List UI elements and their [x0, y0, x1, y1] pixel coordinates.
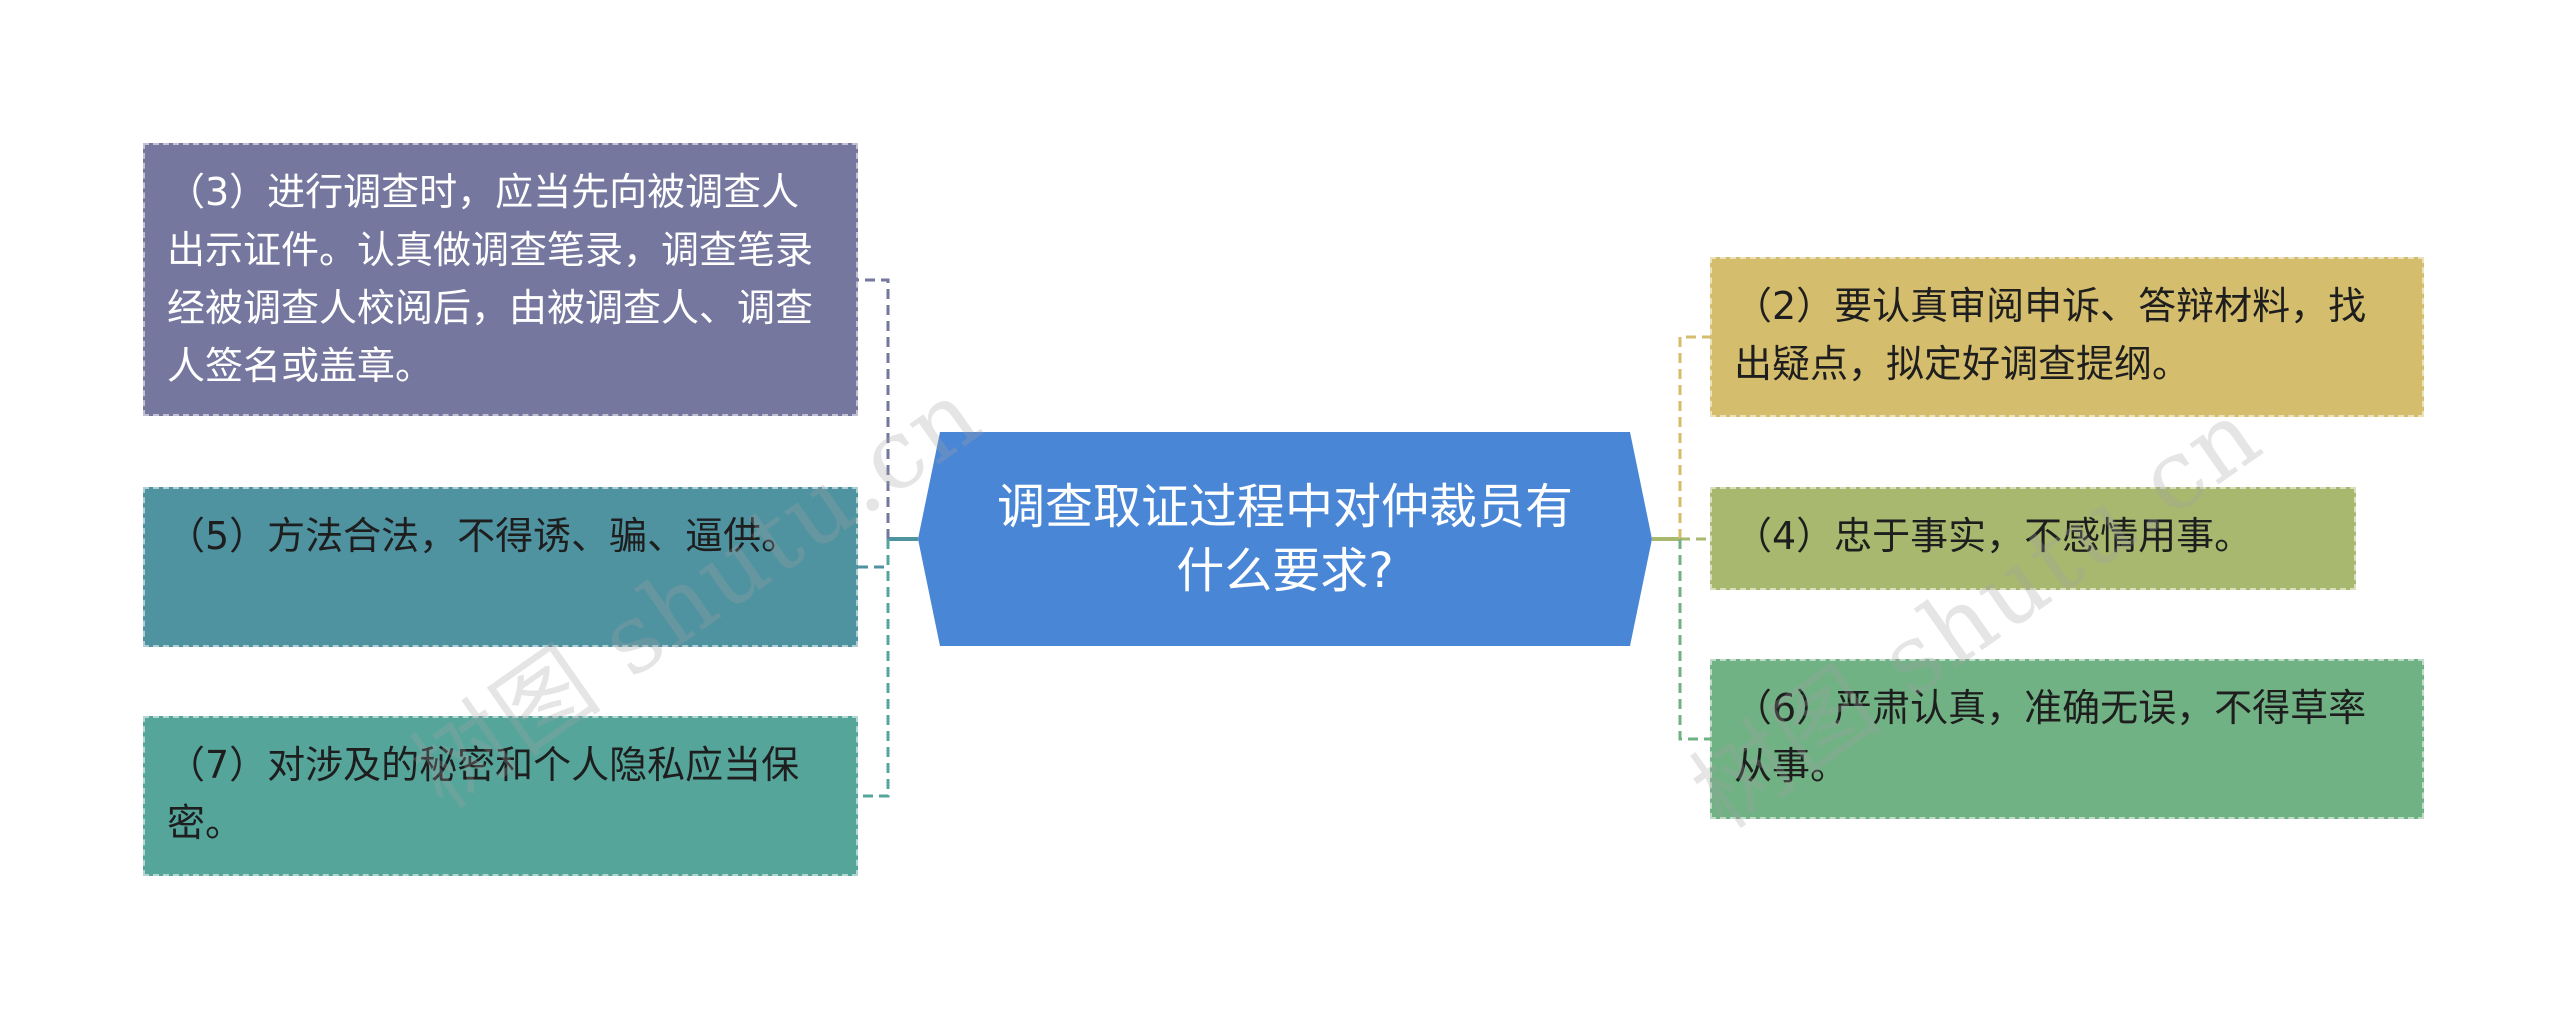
topic-node-5-text: （5）方法合法，不得诱、骗、逼供。: [167, 514, 800, 558]
connector-n7: [858, 539, 890, 798]
topic-node-3[interactable]: （3）进行调查时，应当先向被调查人出示证件。认真做调查笔录，调查笔录经被调查人校…: [143, 143, 858, 416]
topic-node-2-text: （2）要认真审阅申诉、答辩材料，找出疑点，拟定好调查提纲。: [1734, 284, 2367, 386]
connector-n6: [1678, 539, 1710, 741]
topic-node-2[interactable]: （2）要认真审阅申诉、答辩材料，找出疑点，拟定好调查提纲。: [1710, 257, 2424, 417]
topic-node-5[interactable]: （5）方法合法，不得诱、骗、逼供。: [143, 487, 858, 647]
central-topic-label: 调查取证过程中对仲裁员有什么要求?: [996, 479, 1573, 599]
topic-node-3-text: （3）进行调查时，应当先向被调查人出示证件。认真做调查笔录，调查笔录经被调查人校…: [167, 170, 814, 388]
connector-n3: [858, 278, 890, 539]
topic-node-6-text: （6）严肃认真，准确无误，不得草率从事。: [1734, 686, 2367, 788]
topic-node-4[interactable]: （4）忠于事实，不感情用事。: [1710, 487, 2356, 590]
topic-node-4-text: （4）忠于事实，不感情用事。: [1734, 514, 2253, 558]
central-topic[interactable]: 调查取证过程中对仲裁员有什么要求?: [918, 432, 1652, 646]
topic-node-6[interactable]: （6）严肃认真，准确无误，不得草率从事。: [1710, 659, 2424, 819]
connector-n2: [1678, 335, 1710, 539]
topic-node-7-text: （7）对涉及的秘密和个人隐私应当保密。: [167, 743, 800, 845]
topic-node-7[interactable]: （7）对涉及的秘密和个人隐私应当保密。: [143, 716, 858, 876]
